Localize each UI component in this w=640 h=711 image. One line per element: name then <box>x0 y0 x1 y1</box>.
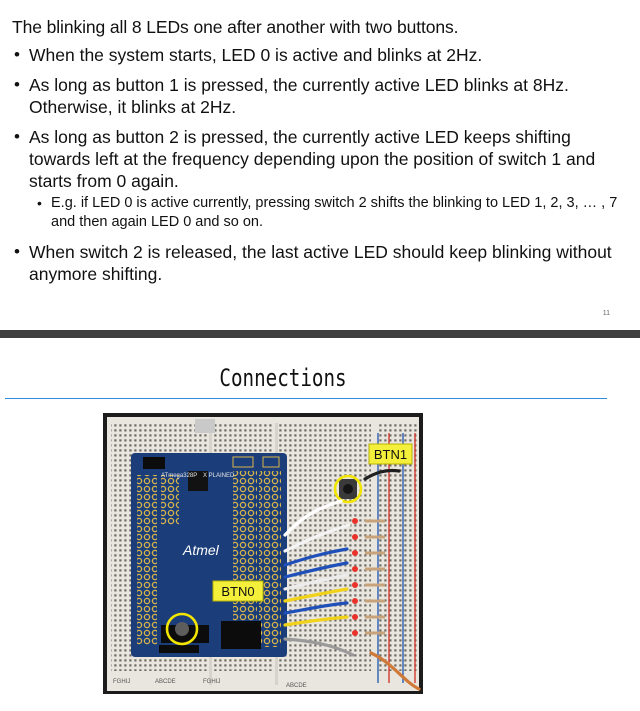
bullet-dot: • <box>37 195 42 211</box>
title-underline <box>5 398 607 399</box>
bullet-dot: • <box>14 45 20 64</box>
btn1-label: BTN1 <box>368 443 413 465</box>
bullet-text: As long as button 2 is pressed, the curr… <box>29 127 596 191</box>
bullet-text: When the system starts, LED 0 is active … <box>29 45 483 65</box>
row-letters: ABCDE <box>155 679 176 685</box>
slide-page-12: Connections <box>0 338 640 711</box>
led-column <box>352 518 358 636</box>
bullet-dot: • <box>14 242 20 261</box>
slide-title: Connections <box>219 364 347 392</box>
slide-page-11: The blinking all 8 LEDs one after anothe… <box>0 0 640 330</box>
atmel-board: ATmega328P X PLAINED Atmel <box>131 419 287 657</box>
board-brand-text: Atmel <box>182 542 220 558</box>
sub-bullet-item: • E.g. if LED 0 is active currently, pre… <box>37 194 622 232</box>
row-letters: FGHIJ <box>113 679 130 685</box>
breadboard-photo: ATmega328P X PLAINED Atmel <box>103 413 423 694</box>
slide-title: The blinking all 8 LEDs one after anothe… <box>12 17 459 37</box>
bullet-item: • When the system starts, LED 0 is activ… <box>14 44 614 66</box>
bullet-text: As long as button 1 is pressed, the curr… <box>29 75 569 117</box>
row-letters: FGHIJ <box>203 679 220 685</box>
btn0-label: BTN0 <box>212 580 264 602</box>
page-number: 11 <box>602 310 610 317</box>
board-xplained-text: X PLAINED <box>203 473 235 479</box>
bullet-dot: • <box>14 127 20 146</box>
btn1-label-text: BTN1 <box>374 447 407 462</box>
slide-divider <box>0 330 640 338</box>
bullet-text: When switch 2 is released, the last acti… <box>29 242 612 284</box>
bullet-item: • As long as button 2 is pressed, the cu… <box>14 126 619 192</box>
btn0-highlight-circle <box>165 612 199 646</box>
jumper-wires <box>283 468 421 691</box>
bullet-dot: • <box>14 75 20 94</box>
bullet-item: • As long as button 1 is pressed, the cu… <box>14 74 614 118</box>
button-0 <box>175 622 189 636</box>
resistor-column <box>365 519 385 635</box>
bullet-item: • When switch 2 is released, the last ac… <box>14 241 614 285</box>
btn0-label-text: BTN0 <box>221 584 254 599</box>
row-letters: ABCDE <box>286 683 307 689</box>
sub-bullet-text: E.g. if LED 0 is active currently, press… <box>51 195 618 230</box>
btn1-highlight-circle <box>333 474 363 504</box>
board-chip-text: ATmega328P <box>161 473 197 479</box>
